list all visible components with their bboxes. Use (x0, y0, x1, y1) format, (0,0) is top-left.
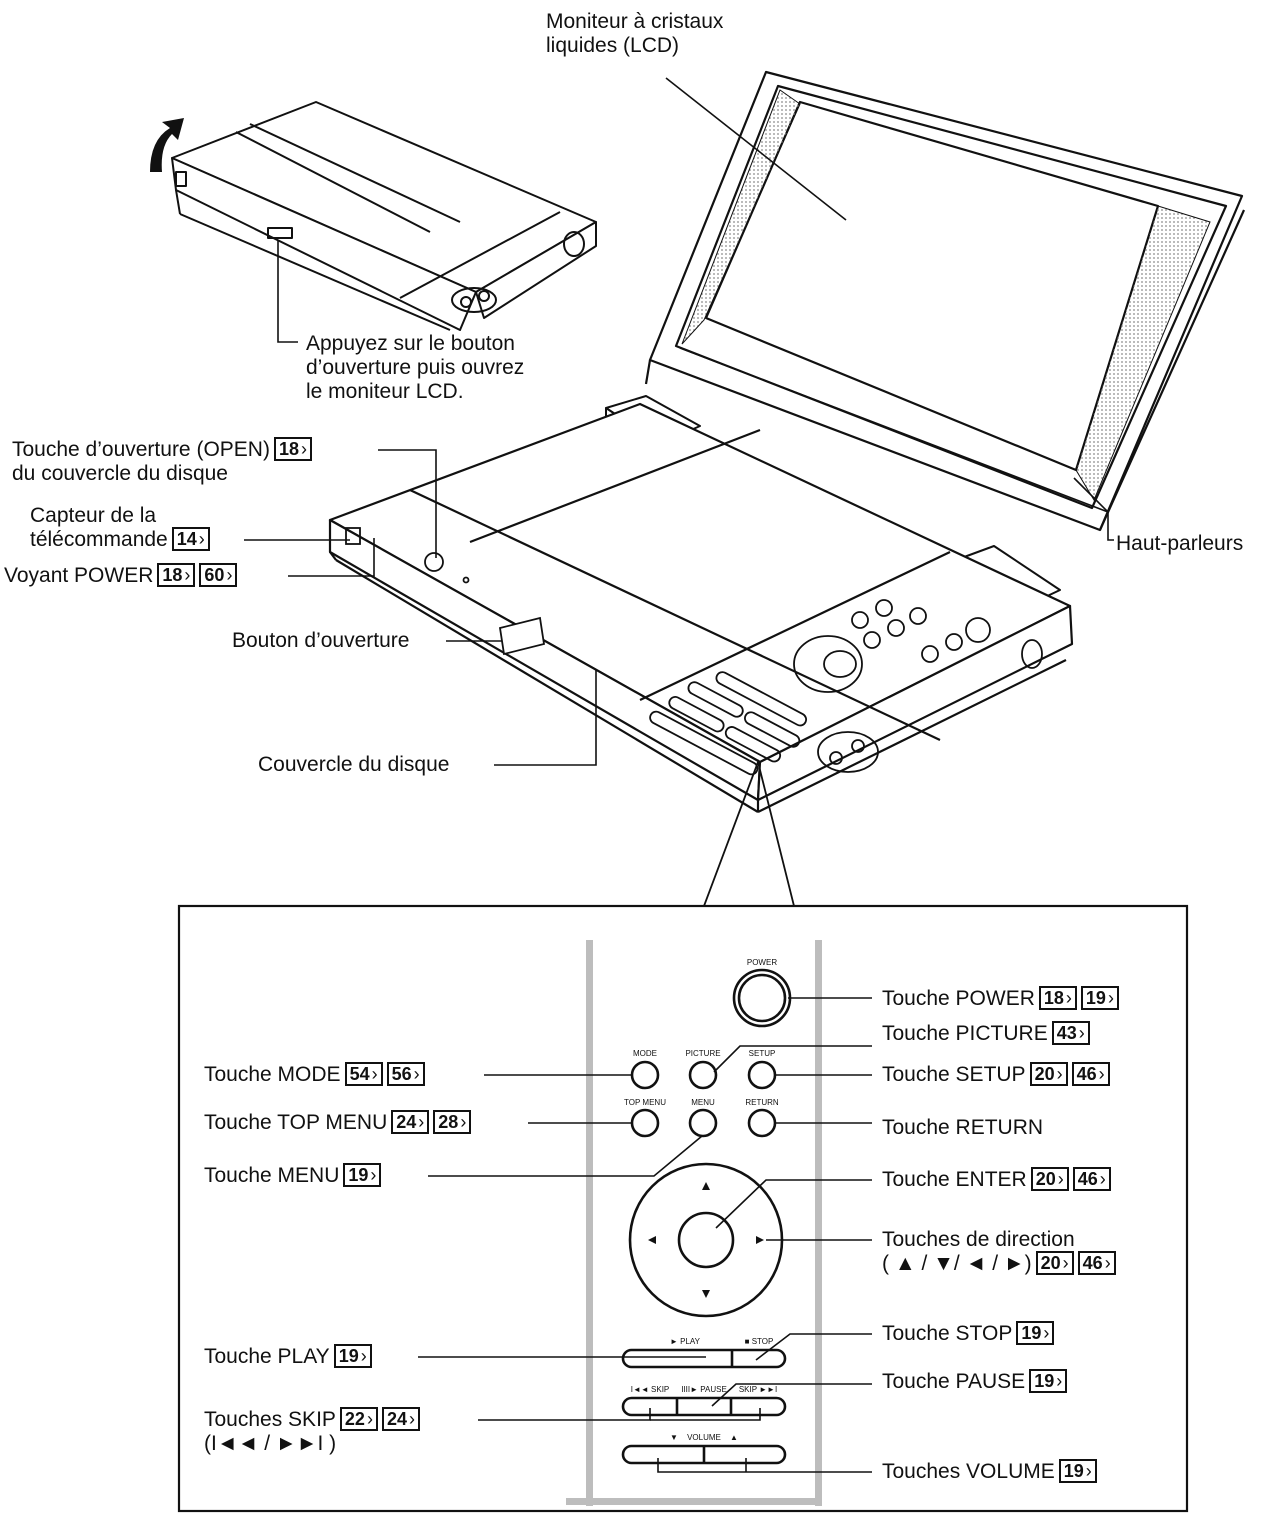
vol-up-small-label: ▲ (730, 1433, 738, 1442)
open-instruction-line2: d’ouverture puis ouvrez (306, 356, 525, 379)
page-ref: 46 (1072, 1167, 1111, 1191)
skip-pause-key (621, 1396, 787, 1417)
page-ref: 54 (344, 1062, 383, 1086)
menu-small-label: MENU (691, 1098, 715, 1107)
page-ref: 18 (273, 437, 312, 461)
callout-power: Touche POWER1819 (882, 986, 1119, 1011)
callout-skip-line2: (I◄◄ / ►►I ) (204, 1432, 337, 1455)
return-small-label: RETURN (745, 1098, 779, 1107)
open-key-label: Touche d’ouverture (OPEN)18 du couvercle… (12, 437, 312, 486)
lcd-label-line1: Moniteur à cristaux (546, 10, 724, 33)
skip-back-small-label: I◄◄ SKIP (630, 1385, 670, 1394)
callout-setup-text: Touche SETUP (882, 1063, 1026, 1086)
callout-skip: Touches SKIP2224 (I◄◄ / ►►I ) (204, 1407, 420, 1456)
callout-direction-line1: Touches de direction (882, 1228, 1075, 1251)
remote-sensor-line1: Capteur de la (30, 504, 157, 527)
speakers-label: Haut-parleurs (1116, 532, 1244, 555)
pause-small-label: IIII► PAUSE (681, 1385, 727, 1394)
stop-small-label: ■ STOP (744, 1337, 774, 1346)
callout-enter: Touche ENTER2046 (882, 1167, 1111, 1192)
page-ref: 19 (1058, 1459, 1097, 1483)
callout-top-menu: Touche TOP MENU2428 (204, 1110, 472, 1135)
page-ref: 14 (171, 527, 210, 551)
callout-picture-text: Touche PICTURE (882, 1022, 1048, 1045)
callout-return: Touche RETURN (882, 1116, 1043, 1140)
speaker-grill-right (1075, 205, 1211, 502)
top-menu-small-label: TOP MENU (624, 1098, 666, 1107)
power-indicator-label: Voyant POWER1860 (4, 563, 238, 588)
remote-sensor-line2: télécommande (30, 528, 168, 551)
callout-skip-line1: Touches SKIP (204, 1408, 336, 1431)
callout-power-text: Touche POWER (882, 987, 1035, 1010)
page-ref: 20 (1035, 1251, 1074, 1275)
page-ref: 56 (386, 1062, 425, 1086)
page-ref: 20 (1030, 1167, 1069, 1191)
open-arrow (150, 118, 184, 172)
page-ref: 46 (1071, 1062, 1110, 1086)
vol-down-small-label: ▼ (670, 1433, 678, 1442)
page-ref: 18 (1038, 986, 1077, 1010)
callout-menu-text: Touche MENU (204, 1164, 340, 1187)
lcd-monitor-drawing (644, 70, 1246, 532)
volume-small-label: VOLUME (687, 1433, 721, 1442)
disc-cover-label: Couvercle du disque (258, 753, 450, 776)
power-indicator-text: Voyant POWER (4, 564, 154, 587)
callout-top-menu-text: Touche TOP MENU (204, 1111, 388, 1134)
page-ref: 20 (1029, 1062, 1068, 1086)
page-ref: 18 (157, 563, 196, 587)
callout-pause-text: Touche PAUSE (882, 1370, 1026, 1393)
menu-key (688, 1108, 718, 1138)
open-key-text-line2: du couvercle du disque (12, 462, 228, 485)
page-ref: 24 (381, 1407, 420, 1431)
power-small-label: POWER (746, 958, 778, 967)
enter-key (677, 1211, 735, 1269)
page-ref: 19 (1016, 1321, 1055, 1345)
page-ref: 19 (1029, 1369, 1068, 1393)
open-button-label: Bouton d’ouverture (232, 629, 410, 652)
play-small-label: ► PLAY (669, 1337, 700, 1346)
closed-player-drawing (171, 101, 597, 331)
callout-enter-text: Touche ENTER (882, 1168, 1027, 1191)
callout-return-text: Touche RETURN (882, 1116, 1044, 1139)
page-ref: 19 (343, 1163, 382, 1187)
picture-small-label: PICTURE (685, 1049, 721, 1058)
open-instruction-line1: Appuyez sur le bouton (306, 332, 515, 355)
callout-direction: Touches de direction ( ▲ / ▼/ ◄ / ►)2046 (882, 1228, 1116, 1276)
page-ref: 43 (1051, 1021, 1090, 1045)
page-ref: 60 (199, 563, 238, 587)
speaker-grill-left (681, 89, 801, 345)
play-stop-key (621, 1348, 787, 1369)
page-ref: 19 (333, 1344, 372, 1368)
page-ref: 46 (1077, 1251, 1116, 1275)
callout-setup: Touche SETUP2046 (882, 1062, 1110, 1087)
callout-play-text: Touche PLAY (204, 1345, 330, 1368)
open-instruction-label: Appuyez sur le bouton d’ouverture puis o… (306, 332, 524, 404)
page-ref: 22 (339, 1407, 378, 1431)
lcd-label: Moniteur à cristaux liquides (LCD) (546, 10, 723, 58)
open-instruction-line3: le moniteur LCD. (306, 380, 464, 403)
callout-mode-text: Touche MODE (204, 1063, 341, 1086)
callout-direction-line2: ( ▲ / ▼/ ◄ / ►) (882, 1252, 1032, 1275)
callout-mode: Touche MODE5456 (204, 1062, 425, 1087)
page-ref: 28 (433, 1110, 472, 1134)
player-base-drawing (328, 402, 1074, 813)
picture-key (688, 1060, 718, 1090)
callout-volume-text: Touches VOLUME (882, 1460, 1055, 1483)
skip-fwd-small-label: SKIP ►►I (738, 1385, 778, 1394)
mode-small-label: MODE (633, 1049, 657, 1058)
lcd-label-line2: liquides (LCD) (546, 34, 680, 57)
page-ref: 19 (1080, 986, 1119, 1010)
callout-stop-text: Touche STOP (882, 1322, 1013, 1345)
open-key-text: Touche d’ouverture (OPEN) (12, 438, 270, 461)
setup-small-label: SETUP (748, 1049, 776, 1058)
page-ref: 24 (391, 1110, 430, 1134)
